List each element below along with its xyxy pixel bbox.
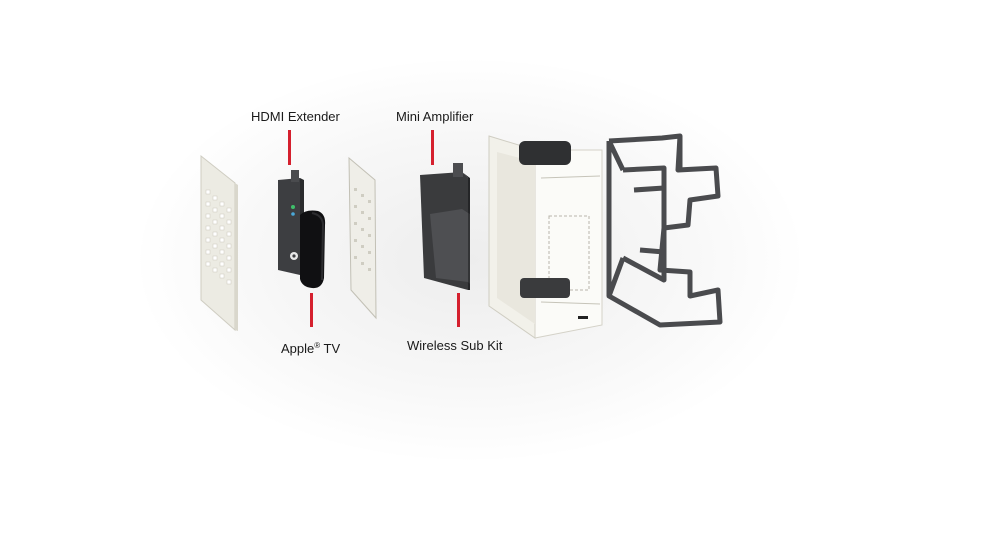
apple-tv-label-suffix: TV xyxy=(320,341,341,356)
hdmi-extender-device xyxy=(278,170,304,276)
hdmi-extender-label: HDMI Extender xyxy=(251,109,340,124)
hdmi-extender-leader xyxy=(288,130,291,165)
mounting-plate xyxy=(348,156,377,320)
back-box xyxy=(488,135,603,339)
apple-tv-label: Apple® TV xyxy=(281,338,340,357)
registered-mark: ® xyxy=(314,341,321,350)
apple-tv-device xyxy=(300,210,326,289)
mini-amplifier-device xyxy=(420,163,470,290)
mini-amplifier-leader xyxy=(431,130,434,165)
mini-amplifier-label: Mini Amplifier xyxy=(396,109,474,124)
apple-tv-leader xyxy=(310,293,313,327)
wireless-sub-kit-label: Wireless Sub Kit xyxy=(407,338,503,353)
wireless-sub-kit-leader xyxy=(457,293,460,327)
cover-plate xyxy=(200,154,238,332)
steel-bracket xyxy=(606,133,723,328)
apple-tv-label-name: Apple xyxy=(281,341,315,356)
